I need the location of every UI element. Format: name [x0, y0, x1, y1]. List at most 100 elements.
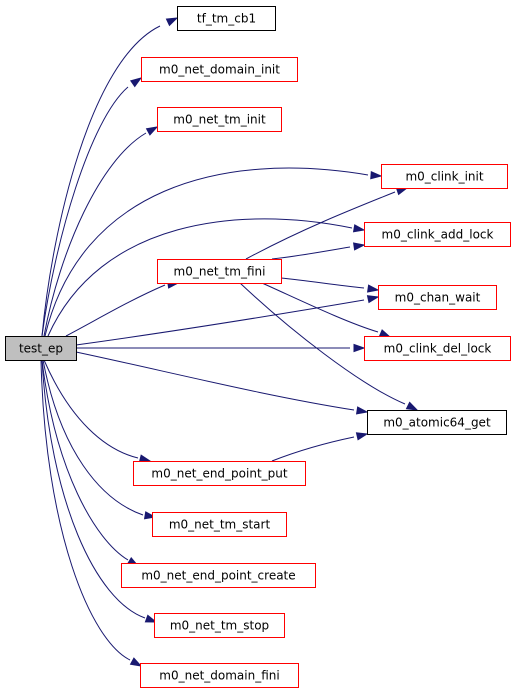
edge-line	[271, 246, 351, 260]
node-label: m0_atomic64_get	[383, 416, 491, 430]
node-box	[157, 107, 282, 132]
node-tf_tm_cb1[interactable]: tf_tm_cb1	[177, 6, 276, 31]
edge-line	[280, 277, 365, 289]
edge-arrowhead	[355, 432, 369, 441]
edge-line	[271, 436, 355, 462]
edge-arrowhead	[366, 295, 380, 304]
edge-line	[41, 86, 129, 337]
edge-arrowhead	[405, 401, 419, 411]
edge-arrowhead	[145, 126, 159, 136]
node-label: m0_clink_init	[405, 170, 483, 184]
node-label: m0_net_tm_stop	[170, 619, 269, 633]
edge-test_ep-to-m0_net_tm_start	[42, 359, 157, 520]
edge-m0_net_tm_fini-to-m0_atomic64_get	[239, 282, 419, 411]
edge-test_ep-to-m0_clink_del_lock	[76, 343, 366, 353]
edge-arrowhead	[370, 171, 383, 180]
node-label: m0_clink_del_lock	[384, 342, 492, 356]
edge-line	[40, 359, 131, 661]
node-box	[154, 613, 285, 638]
edge-line	[41, 359, 146, 619]
edge-arrowhead	[378, 329, 392, 338]
edge-arrowhead	[144, 614, 158, 623]
edge-arrowhead	[129, 657, 143, 667]
node-m0_net_domain_fini[interactable]: m0_net_domain_fini	[140, 663, 299, 688]
edge-test_ep-to-m0_net_end_point_create	[41, 359, 140, 567]
node-box	[133, 461, 306, 486]
node-box	[364, 336, 511, 361]
edge-line	[43, 132, 147, 337]
edge-line	[65, 284, 166, 337]
edge-line	[42, 359, 144, 516]
edge-test_ep-to-m0_net_domain_init	[41, 77, 143, 337]
edge-arrowhead	[129, 77, 143, 88]
node-test_ep: test_ep	[5, 336, 77, 361]
node-m0_net_end_point_put[interactable]: m0_net_end_point_put	[133, 461, 306, 486]
edge-arrowhead	[165, 17, 179, 27]
edge-test_ep-to-m0_net_end_point_put	[43, 359, 152, 463]
node-box	[152, 512, 287, 537]
node-m0_net_end_point_create[interactable]: m0_net_end_point_create	[121, 563, 316, 588]
edge-test_ep-to-m0_atomic64_get	[75, 351, 369, 415]
edge-test_ep-to-tf_tm_cb1	[41, 17, 179, 337]
node-label: m0_net_tm_start	[169, 518, 271, 532]
edge-line	[44, 167, 369, 337]
edge-test_ep-to-m0_chan_wait	[75, 295, 380, 346]
node-label: m0_net_tm_fini	[174, 265, 266, 279]
node-box	[5, 336, 77, 361]
edge-test_ep-to-m0_net_tm_stop	[41, 359, 158, 623]
node-m0_net_tm_start[interactable]: m0_net_tm_start	[152, 512, 287, 537]
edge-line	[41, 25, 161, 337]
edge-line	[75, 299, 365, 346]
node-m0_clink_init[interactable]: m0_clink_init	[381, 164, 508, 189]
node-box	[157, 259, 282, 284]
edge-m0_net_tm_fini-to-m0_clink_del_lock	[261, 282, 392, 338]
edge-line	[261, 282, 379, 333]
edge-test_ep-to-m0_net_tm_init	[43, 126, 159, 337]
node-m0_clink_del_lock[interactable]: m0_clink_del_lock	[364, 336, 511, 361]
edge-test_ep-to-m0_clink_init	[44, 167, 383, 337]
node-m0_net_domain_init[interactable]: m0_net_domain_init	[141, 57, 298, 82]
node-box	[141, 57, 298, 82]
node-m0_net_tm_fini[interactable]: m0_net_tm_fini	[157, 259, 282, 284]
edge-test_ep-to-m0_net_domain_fini	[40, 359, 143, 667]
node-box	[378, 285, 497, 310]
node-label: m0_net_domain_fini	[159, 669, 279, 683]
edge-line	[239, 282, 406, 405]
edge-test_ep-to-m0_clink_add_lock	[47, 218, 366, 337]
node-box	[367, 410, 507, 435]
edge-arrowhead	[353, 343, 366, 353]
node-label: m0_net_domain_init	[159, 63, 280, 77]
node-box	[381, 164, 508, 189]
edge-m0_net_end_point_put-to-m0_atomic64_get	[271, 432, 369, 462]
node-m0_chan_wait[interactable]: m0_chan_wait	[378, 285, 497, 310]
edge-m0_net_tm_fini-to-m0_clink_add_lock	[271, 242, 366, 260]
edge-test_ep-to-m0_net_tm_fini	[65, 280, 180, 337]
edge-line	[47, 218, 353, 337]
node-label: m0_net_end_point_create	[141, 569, 295, 583]
edge-line	[75, 351, 355, 411]
edge-line	[245, 191, 396, 260]
edge-line	[43, 359, 139, 459]
node-m0_net_tm_init[interactable]: m0_net_tm_init	[157, 107, 282, 132]
node-label: tf_tm_cb1	[197, 12, 256, 26]
node-m0_net_tm_stop[interactable]: m0_net_tm_stop	[154, 613, 285, 638]
edge-m0_net_tm_fini-to-m0_chan_wait	[280, 277, 380, 293]
node-label: m0_net_tm_init	[173, 113, 266, 127]
edge-arrowhead	[367, 284, 380, 293]
node-layer: test_ep tf_tm_cb1 m0_net_domain_init m0_net…	[5, 6, 511, 688]
node-box	[121, 563, 316, 588]
edge-arrowhead	[138, 454, 152, 463]
node-label: m0_chan_wait	[395, 291, 481, 305]
node-m0_clink_add_lock[interactable]: m0_clink_add_lock	[364, 222, 511, 247]
node-m0_atomic64_get[interactable]: m0_atomic64_get	[367, 410, 507, 435]
node-box	[140, 663, 299, 688]
edge-arrowhead	[353, 242, 366, 251]
node-label: m0_net_end_point_put	[151, 467, 287, 481]
edge-arrowhead	[355, 406, 369, 415]
node-box	[364, 222, 511, 247]
node-box	[177, 6, 276, 31]
node-label: test_ep	[19, 342, 63, 356]
node-label: m0_clink_add_lock	[382, 228, 494, 242]
edge-arrowhead	[352, 224, 366, 233]
